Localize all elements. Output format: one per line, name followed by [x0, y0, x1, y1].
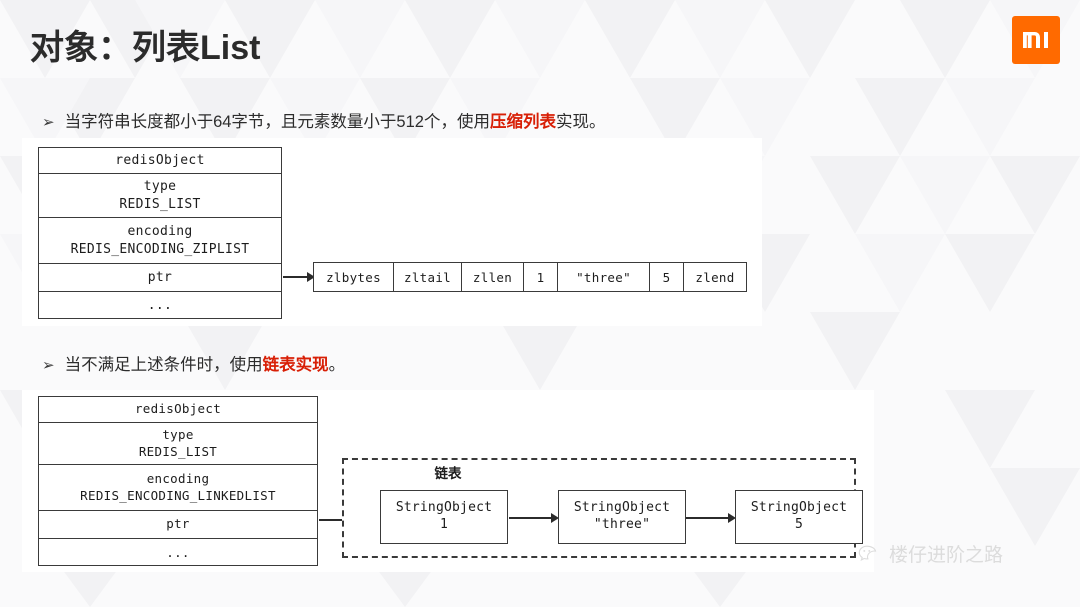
redis-object-row-ptr: ptr — [39, 264, 281, 292]
ziplist-strip: zlbytes zltail zllen 1 "three" 5 zlend — [313, 262, 747, 292]
redis-object-header: redisObject — [39, 397, 317, 423]
row-value-encoding: REDIS_ENCODING_ZIPLIST — [70, 241, 250, 257]
ziplist-cell-zltail: zltail — [394, 263, 462, 291]
redis-object-row-encoding: encoding REDIS_ENCODING_ZIPLIST — [39, 218, 281, 264]
node-type-label: StringObject — [395, 500, 493, 516]
node-value-label: 1 — [439, 517, 449, 532]
row-value-type: REDIS_LIST — [119, 196, 201, 212]
linked-list-node: StringObject 1 — [380, 490, 508, 544]
arrow-node2-to-node3-icon — [686, 512, 736, 524]
redis-object-header-label: redisObject — [115, 152, 205, 168]
bullet-suffix: 。 — [328, 356, 346, 374]
row-label-ptr: ptr — [166, 516, 190, 532]
bullet-arrow-icon: ➢ — [42, 357, 55, 374]
node-type-label: StringObject — [750, 500, 848, 516]
redis-object-row-type: type REDIS_LIST — [39, 174, 281, 218]
bullet-prefix: 当字符串长度都小于64字节，且元素数量小于512个，使用 — [64, 113, 490, 131]
row-label-ptr: ptr — [147, 269, 173, 285]
bullet-item-ziplist: ➢ 当字符串长度都小于64字节，且元素数量小于512个，使用压缩列表实现。 — [42, 108, 605, 132]
row-label-encoding: encoding — [127, 223, 193, 239]
ziplist-cell-entry-5: 5 — [650, 263, 684, 291]
linked-list-node: StringObject 5 — [735, 490, 863, 544]
redis-object-box-linkedlist: redisObject type REDIS_LIST encoding RED… — [38, 396, 318, 566]
linked-list-node: StringObject "three" — [558, 490, 686, 544]
bullet-text-ziplist: 当字符串长度都小于64字节，且元素数量小于512个，使用压缩列表实现。 — [65, 108, 606, 132]
xiaomi-logo-icon — [1012, 16, 1060, 64]
bullet-prefix: 当不满足上述条件时，使用 — [64, 356, 263, 374]
row-label-type: type — [162, 426, 194, 442]
row-label-ellipsis: ... — [147, 298, 173, 314]
row-label-encoding: encoding — [146, 470, 210, 486]
node-type-label: StringObject — [573, 500, 671, 516]
ziplist-cell-zlbytes: zlbytes — [314, 263, 394, 291]
diagram-linkedlist: redisObject type REDIS_LIST encoding RED… — [22, 390, 874, 572]
node-value-label: "three" — [593, 517, 651, 532]
redis-object-header-label: redisObject — [134, 401, 222, 417]
ziplist-cell-zlend: zlend — [695, 269, 735, 285]
wechat-icon — [858, 544, 882, 564]
ziplist-cell-zllen: zllen — [462, 263, 524, 291]
node-value-label: 5 — [794, 517, 804, 532]
bullet-highlight: 压缩列表 — [489, 113, 556, 131]
row-label-ellipsis: ... — [166, 544, 190, 560]
ziplist-cell-entry-three: "three" — [558, 263, 650, 291]
diagram-ziplist: redisObject type REDIS_LIST encoding RED… — [22, 138, 762, 326]
redis-object-row-ellipsis: ... — [39, 292, 281, 320]
row-value-encoding: REDIS_ENCODING_LINKEDLIST — [80, 487, 276, 503]
watermark: 楼仔进阶之路 — [858, 540, 1003, 567]
page-title: 对象：列表List — [30, 29, 261, 67]
row-label-type: type — [143, 178, 177, 194]
redis-object-header: redisObject — [39, 148, 281, 174]
redis-object-row-type: type REDIS_LIST — [39, 423, 317, 465]
linked-list-label: 链表 — [434, 466, 462, 481]
bullet-arrow-icon: ➢ — [42, 114, 55, 131]
redis-object-row-ellipsis: ... — [39, 539, 317, 567]
arrow-node1-to-node2-icon — [509, 512, 559, 524]
row-value-type: REDIS_LIST — [138, 443, 218, 459]
redis-object-box-ziplist: redisObject type REDIS_LIST encoding RED… — [38, 147, 282, 319]
bullet-highlight: 链表实现 — [262, 356, 329, 374]
bullet-suffix: 实现。 — [555, 113, 606, 131]
redis-object-row-ptr: ptr — [39, 511, 317, 539]
watermark-text: 楼仔进阶之路 — [889, 545, 1004, 566]
ziplist-cell-entry-1: 1 — [524, 263, 558, 291]
bullet-text-linkedlist: 当不满足上述条件时，使用链表实现。 — [65, 351, 346, 375]
bullet-item-linkedlist: ➢ 当不满足上述条件时，使用链表实现。 — [42, 351, 345, 375]
arrow-ptr-to-ziplist-icon — [283, 271, 315, 283]
redis-object-row-encoding: encoding REDIS_ENCODING_LINKEDLIST — [39, 465, 317, 511]
